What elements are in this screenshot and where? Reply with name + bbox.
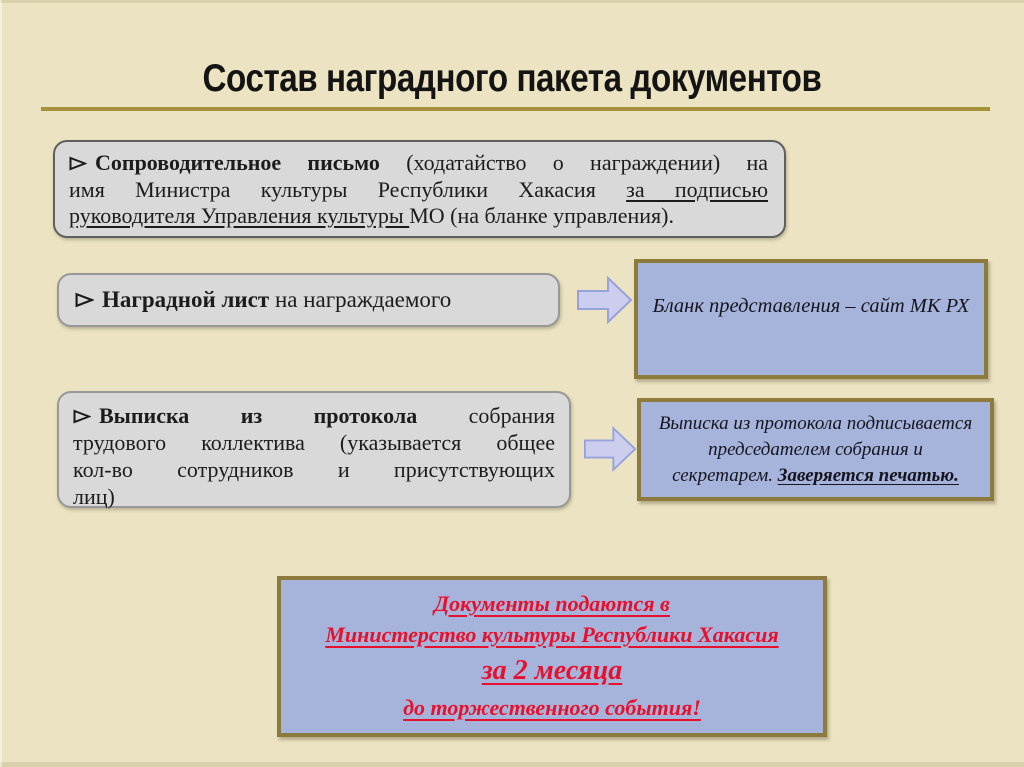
arrow-bullet-icon <box>73 402 92 429</box>
page-title: Состав наградного пакета документов <box>202 57 822 100</box>
item-cover-letter-underline2: за подписью <box>626 176 768 202</box>
slide-edge-bottom <box>0 762 1024 767</box>
arrow-bullet-icon <box>69 150 88 177</box>
item-protocol-rest1: собрания <box>468 403 556 428</box>
footer-line4: до торжественного события! <box>403 695 701 720</box>
item-award-sheet-bold: Наградной лист <box>102 287 270 312</box>
item-protocol-bold: Выписка из протокола <box>99 403 418 428</box>
callout-protocol-line3-start: секретарем. <box>672 464 778 486</box>
callout-protocol-line2: председателем собрания и <box>708 438 923 460</box>
slide-edge-top <box>0 0 1024 3</box>
item-award-sheet: Наградной лист на награждаемого <box>57 273 560 327</box>
footer-line1: Документы подаются в <box>434 591 670 616</box>
item-cover-letter-rest1: (ходатайство о награждении) на <box>406 150 769 175</box>
slide-edge-left <box>0 0 2 767</box>
footer-line2: Министерство культуры Республики Хакасия <box>325 622 779 647</box>
item-cover-letter-line1: Сопроводительное письмо (ходатайство о н… <box>69 150 768 177</box>
item-cover-letter-bold: Сопроводительное письмо <box>95 150 380 175</box>
right-block-arrow-icon <box>577 275 633 325</box>
callout-protocol-signing: Выписка из протокола подписывается предс… <box>637 398 994 501</box>
footer-line3: за 2 месяца <box>481 655 623 686</box>
item-cover-letter-underline3: руководителя Управления культуры <box>69 203 410 228</box>
item-award-sheet-line: Наградной лист на награждаемого <box>75 287 451 313</box>
item-protocol-extract: Выписка из протокола собрания трудового … <box>57 391 571 509</box>
item-cover-letter: Сопроводительное письмо (ходатайство о н… <box>53 140 786 238</box>
callout-blank-form: Бланк представления – сайт МК РХ <box>634 259 988 379</box>
callout-protocol-line3: секретарем. Заверяется печатью. <box>672 463 959 489</box>
item-protocol-line1: Выписка из протокола собрания <box>73 402 555 429</box>
item-protocol-line4: лиц) <box>73 484 115 509</box>
item-cover-letter-start2: имя Министра культуры Республики Хакасия <box>69 176 627 202</box>
right-block-arrow-icon <box>584 425 637 473</box>
item-cover-letter-line3: руководителя Управления культуры МО (на … <box>69 203 768 230</box>
arrow-bullet-icon <box>75 287 95 313</box>
callout-protocol-emphasis: Заверяется печатью. <box>777 464 959 486</box>
callout-protocol-line1: Выписка из протокола подписывается <box>658 412 973 434</box>
callout-blank-form-text: Бланк представления – сайт МК РХ <box>652 294 970 317</box>
footer-deadline-box: Документы подаются в Министерство культу… <box>277 576 827 737</box>
item-award-sheet-rest: на награждаемого <box>269 287 452 312</box>
title-underline <box>41 107 990 111</box>
item-protocol-line2: трудового коллектива (указывается общее <box>73 430 555 455</box>
item-protocol-line3: кол-во сотрудников и присутствующих <box>73 457 555 482</box>
item-cover-letter-rest3: МО (на бланке управления). <box>409 203 674 228</box>
item-cover-letter-line2: имя Министра культуры Республики Хакасия… <box>69 177 768 204</box>
